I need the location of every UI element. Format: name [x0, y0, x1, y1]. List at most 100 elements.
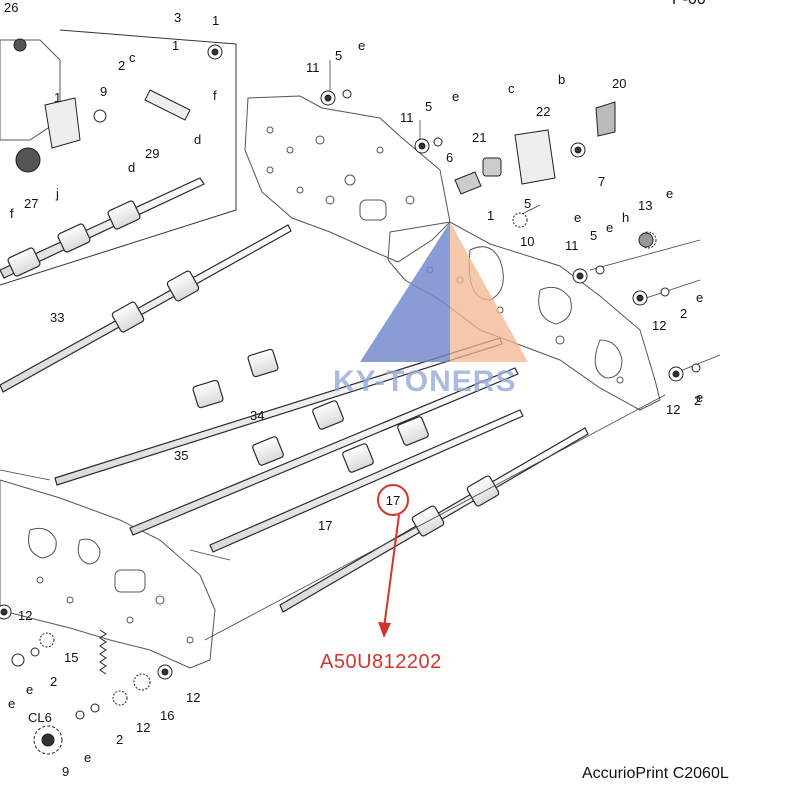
callout-label: 3 [174, 10, 181, 25]
callout-label: 2 [50, 674, 57, 689]
clip-icon [595, 265, 605, 275]
callout-label: 12 [652, 318, 666, 333]
clip-icon [691, 363, 701, 373]
callout-label: f [213, 88, 217, 103]
callout-label: e [358, 38, 365, 53]
callout-label: d [194, 132, 201, 147]
rear-frame-plate [244, 95, 451, 263]
shaft-34 [129, 367, 519, 536]
callout-label: 2 [694, 393, 701, 408]
callout-label: e [666, 186, 673, 201]
callout-label: 12 [18, 608, 32, 623]
shaft-35 [54, 337, 503, 486]
callout-label: 33 [50, 310, 64, 325]
callout-label: b [558, 72, 565, 87]
callout-label: 6 [446, 150, 453, 165]
callout-label: f [10, 206, 14, 221]
callout-label: 5 [524, 196, 531, 211]
callout-label: 27 [24, 196, 38, 211]
bushing-icon [13, 38, 27, 52]
gear-icon [512, 212, 528, 228]
callout-label: 2 [116, 732, 123, 747]
clip-icon [30, 647, 40, 657]
callout-label: 11 [565, 238, 579, 253]
shaft-33 [0, 224, 292, 393]
callout-label: 5 [335, 48, 342, 63]
lever-icon [144, 89, 191, 121]
front-left-frame-plate [0, 479, 216, 669]
clip-icon [90, 703, 100, 713]
callout-label: 5 [425, 99, 432, 114]
bearing-icon [482, 157, 502, 177]
gear-icon [133, 673, 151, 691]
gear-icon [454, 171, 482, 195]
watermark-blue-triangle [360, 222, 450, 362]
watermark: KY-TONERS [333, 222, 528, 398]
clip-icon [342, 89, 352, 99]
callout-label: 34 [250, 408, 264, 423]
watermark-orange-triangle [450, 222, 528, 362]
callout-label: 2 [680, 306, 687, 321]
clip-icon [75, 710, 85, 720]
bracket-icon [514, 129, 556, 185]
spring-icon [99, 629, 107, 675]
callout-label: 10 [520, 234, 534, 249]
gear-icon [638, 232, 654, 248]
clip-icon [433, 137, 443, 147]
callout-label: 20 [612, 76, 626, 91]
shaft-17-highlighted [279, 427, 589, 613]
callout-label: c [129, 50, 136, 65]
callout-label: c [508, 81, 515, 96]
callout-label: 2 [118, 58, 125, 73]
shaft-17-upper [209, 409, 524, 553]
callout-label: e [574, 210, 581, 225]
callout-label: 16 [160, 708, 174, 723]
arrow-line [383, 514, 400, 629]
callout-label: e [606, 220, 613, 235]
guide-lines [0, 60, 721, 641]
callout-label: 35 [174, 448, 188, 463]
gear-icon [15, 147, 41, 173]
callout-label: d [128, 160, 135, 175]
inset-boundary [0, 29, 237, 286]
frame-plates [0, 39, 661, 669]
part-number-label: A50U812202 [320, 651, 442, 673]
model-name: AccurioPrint C2060L [582, 765, 729, 782]
page-reference: P-00 [672, 0, 706, 8]
arrow-head [378, 622, 391, 638]
lever-icon [44, 97, 81, 149]
callout-label: 29 [145, 146, 159, 161]
callout-label: 13 [638, 198, 652, 213]
callout-label: h [622, 210, 629, 225]
callout-label: 5 [590, 228, 597, 243]
highlight-callout-text: 17 [386, 493, 400, 508]
callout-label: e [26, 682, 33, 697]
callout-label: 12 [136, 720, 150, 735]
gear-icon [39, 632, 55, 648]
highlight-annotation: 17 A50U812202 [320, 484, 442, 673]
bushing-icon [93, 109, 107, 123]
highlight-circle [377, 484, 409, 516]
callout-label: 11 [400, 110, 414, 125]
callout-label: 17 [318, 518, 332, 533]
callouts: 2 6 3 1 1 f 2 c 1 9 29 d d 27 f j 33 35 3… [4, 0, 703, 779]
callout-label: 1 [487, 208, 494, 223]
callout-label: 9 [100, 84, 107, 99]
callout-label: e [8, 696, 15, 711]
small-parts [0, 38, 701, 755]
callout-label: 12 [186, 690, 200, 705]
callout-label: e [696, 390, 703, 405]
callout-label: e [696, 290, 703, 305]
bracket-icon [595, 101, 616, 137]
callout-label: 1 [172, 38, 179, 53]
watermark-text: KY-TONERS [333, 365, 516, 398]
shafts [0, 177, 589, 613]
callout-label: j [55, 186, 59, 201]
callout-label: 1 [212, 13, 219, 28]
callout-label: 22 [536, 104, 550, 119]
bushing-icon [11, 653, 25, 667]
callout-label: 21 [472, 130, 486, 145]
callout-label: CL6 [28, 710, 52, 725]
